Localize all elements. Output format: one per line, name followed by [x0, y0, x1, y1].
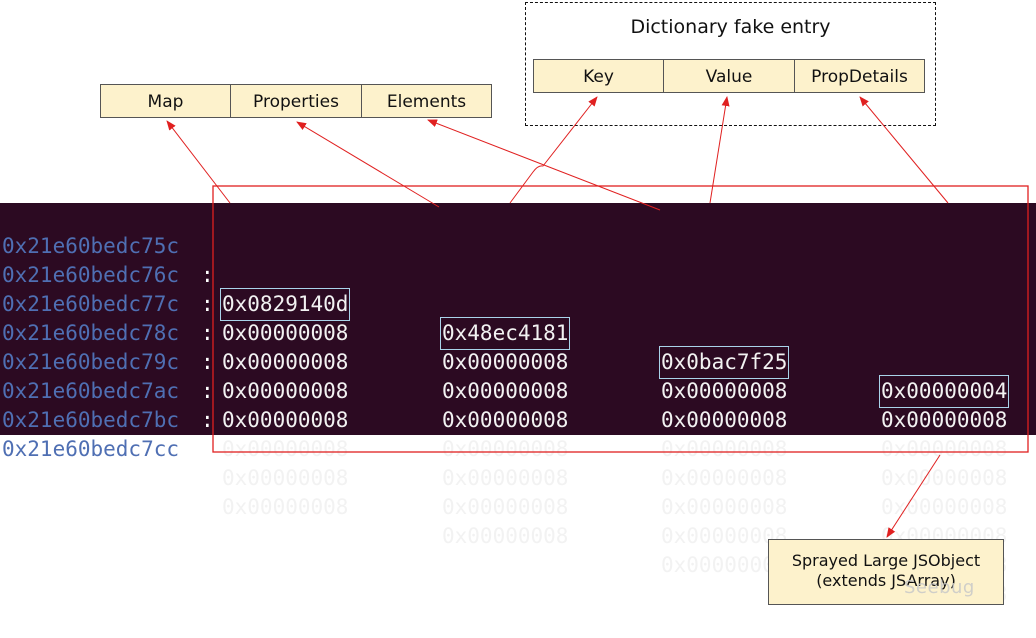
value-label-box: Value — [663, 59, 795, 93]
memory-value-elements: 0x0bac7f25 — [658, 346, 790, 379]
memory-value: 0x00000008 — [222, 466, 349, 490]
memory-value: 0x00000008 — [661, 495, 788, 519]
key-label-box: Key — [533, 59, 664, 93]
memory-address: 0x21e60bedc78c — [2, 321, 180, 345]
memory-row: 0x21e60bedc7cc : 0x00000008 0x00000008 0… — [0, 406, 1007, 606]
map-arrow — [166, 120, 231, 204]
memory-value: 0x00000008 — [442, 379, 569, 403]
address-separator: : — [201, 350, 214, 374]
memory-value: 0x00000008 — [222, 321, 349, 345]
memory-value: 0x00000008 — [442, 495, 569, 519]
map-label-box: Map — [100, 84, 231, 118]
memory-value-properties: 0x48ec4181 — [439, 317, 571, 350]
memory-value: 0x00000008 — [881, 466, 1008, 490]
address-separator: : — [201, 263, 214, 287]
dictionary-title: Dictionary fake entry — [630, 16, 831, 38]
memory-row: 0x21e60bedc76c : 0x00000008 0x00000008 0… — [0, 232, 1007, 432]
memory-value: 0x00000008 — [661, 437, 788, 461]
memory-value: 0x00000008 — [222, 350, 349, 374]
propdetails-label-box: PropDetails — [794, 59, 925, 93]
memory-value: 0x00000008 — [222, 437, 349, 461]
memory-value: 0x00000008 — [881, 437, 1008, 461]
address-separator: : — [201, 408, 214, 432]
memory-dump-terminal: 0x21e60bedc75c : 0x0829140d 0x48ec4181 0… — [0, 203, 1036, 606]
memory-value: 0x00000008 — [222, 495, 349, 519]
address-separator: : — [201, 379, 214, 403]
memory-value: 0x00000008 — [661, 466, 788, 490]
seebug-watermark: Seebug — [904, 577, 975, 598]
memory-value: 0x00000008 — [222, 408, 349, 432]
address-separator: : — [201, 321, 214, 345]
address-separator: : — [201, 466, 214, 490]
properties-label-box: Properties — [230, 84, 362, 118]
memory-value: 0x00000008 — [661, 524, 788, 548]
memory-value: 0x00000008 — [661, 408, 788, 432]
memory-address: 0x21e60bedc76c — [2, 263, 180, 287]
memory-row: 0x21e60bedc7bc : 0x00000008 0x00000008 0… — [0, 377, 1007, 577]
elements-label-box: Elements — [361, 84, 492, 118]
memory-value: 0x00000008 — [442, 524, 569, 548]
memory-address: 0x21e60bedc7ac — [2, 379, 180, 403]
properties-arrow — [296, 121, 440, 208]
memory-address: 0x21e60bedc77c — [2, 292, 180, 316]
memory-value: 0x00000008 — [442, 408, 569, 432]
memory-address: 0x21e60bedc79c — [2, 350, 180, 374]
sprayed-jsobject-title: Sprayed Large JSObject — [791, 551, 981, 570]
memory-value: 0x00000008 — [881, 495, 1008, 519]
address-separator: : — [201, 292, 214, 316]
memory-row: 0x21e60bedc78c : 0x00000008 0x00000008 0… — [0, 290, 1007, 490]
memory-address: 0x21e60bedc7cc — [2, 437, 180, 461]
memory-value: 0x00000008 — [661, 553, 788, 577]
memory-value: 0x00000008 — [442, 437, 569, 461]
elements-arrow — [427, 119, 661, 211]
memory-value: 0x00000008 — [222, 379, 349, 403]
memory-value: 0x00000008 — [881, 408, 1008, 432]
memory-row: 0x21e60bedc77c : 0x00000008 0x00000008 0… — [0, 261, 1007, 461]
memory-value: 0x00000008 — [661, 379, 788, 403]
memory-value: 0x00000008 — [442, 350, 569, 374]
dictionary-group-border — [525, 2, 936, 126]
memory-row: 0x21e60bedc75c : 0x0829140d 0x48ec4181 0… — [0, 203, 1010, 408]
memory-row: 0x21e60bedc7ac : 0x00000008 0x00000008 0… — [0, 348, 1007, 548]
memory-address: 0x21e60bedc7bc — [2, 408, 180, 432]
sprayed-jsobject-box: Sprayed Large JSObject (extends JSArray) — [768, 539, 1004, 605]
memory-row: 0x21e60bedc79c : 0x00000008 0x00000008 0… — [0, 319, 1007, 519]
memory-value: 0x00000008 — [442, 466, 569, 490]
memory-value-map: 0x0829140d — [219, 288, 351, 321]
memory-address: 0x21e60bedc75c — [2, 234, 180, 258]
memory-value-length: 0x00000004 — [878, 375, 1010, 408]
sprayed-jsobject-subtitle: (extends JSArray) — [816, 571, 956, 590]
address-separator: : — [201, 437, 214, 461]
